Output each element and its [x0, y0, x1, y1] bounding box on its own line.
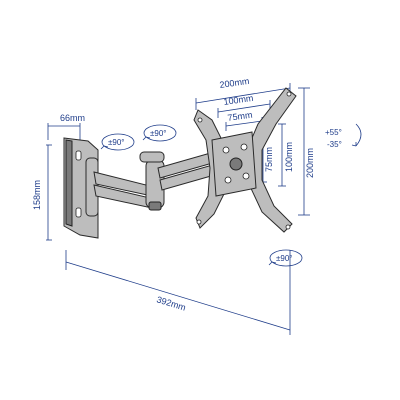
- dim-vesa-height-200: 200mm: [298, 87, 315, 216]
- dim-wall-plate-width: 66mm: [47, 113, 85, 140]
- label-vesa-height-200: 200mm: [305, 148, 315, 178]
- label-tilt-down: -35°: [327, 140, 342, 149]
- label-wall-swivel: ±90°: [108, 138, 125, 147]
- label-vesa-height-100: 100mm: [284, 142, 294, 172]
- vesa-plate: [193, 87, 297, 233]
- label-vesa-width-200: 200mm: [219, 76, 250, 90]
- label-vesa-width-100: 100mm: [223, 93, 254, 107]
- swing-arms: [93, 151, 219, 211]
- wall-hole-top: [75, 150, 82, 161]
- wall-hole-bottom: [75, 207, 82, 218]
- label-arm-swivel: ±90°: [150, 129, 167, 138]
- label-wall-plate-width: 66mm: [60, 113, 85, 123]
- rotation-screen: ±90°: [268, 249, 303, 267]
- rotation-wall-swivel: ±90°: [100, 133, 135, 151]
- dim-extension: 392mm: [65, 250, 291, 335]
- rotation-tilt: +55° -35°: [325, 123, 362, 149]
- label-screen-rotation: ±90°: [276, 254, 293, 263]
- label-vesa-height-75: 75mm: [264, 147, 274, 172]
- wall-plate: [63, 137, 99, 239]
- rotation-arm-swivel: ±90°: [142, 124, 177, 142]
- label-vesa-width-75: 75mm: [227, 110, 253, 123]
- dim-vesa-width-100: 100mm: [217, 93, 271, 118]
- dim-wall-plate-height: 158mm: [32, 144, 52, 241]
- label-tilt-up: +55°: [325, 128, 342, 137]
- label-wall-plate-height: 158mm: [32, 180, 42, 210]
- dim-vesa-height-100: 100mm: [278, 123, 294, 187]
